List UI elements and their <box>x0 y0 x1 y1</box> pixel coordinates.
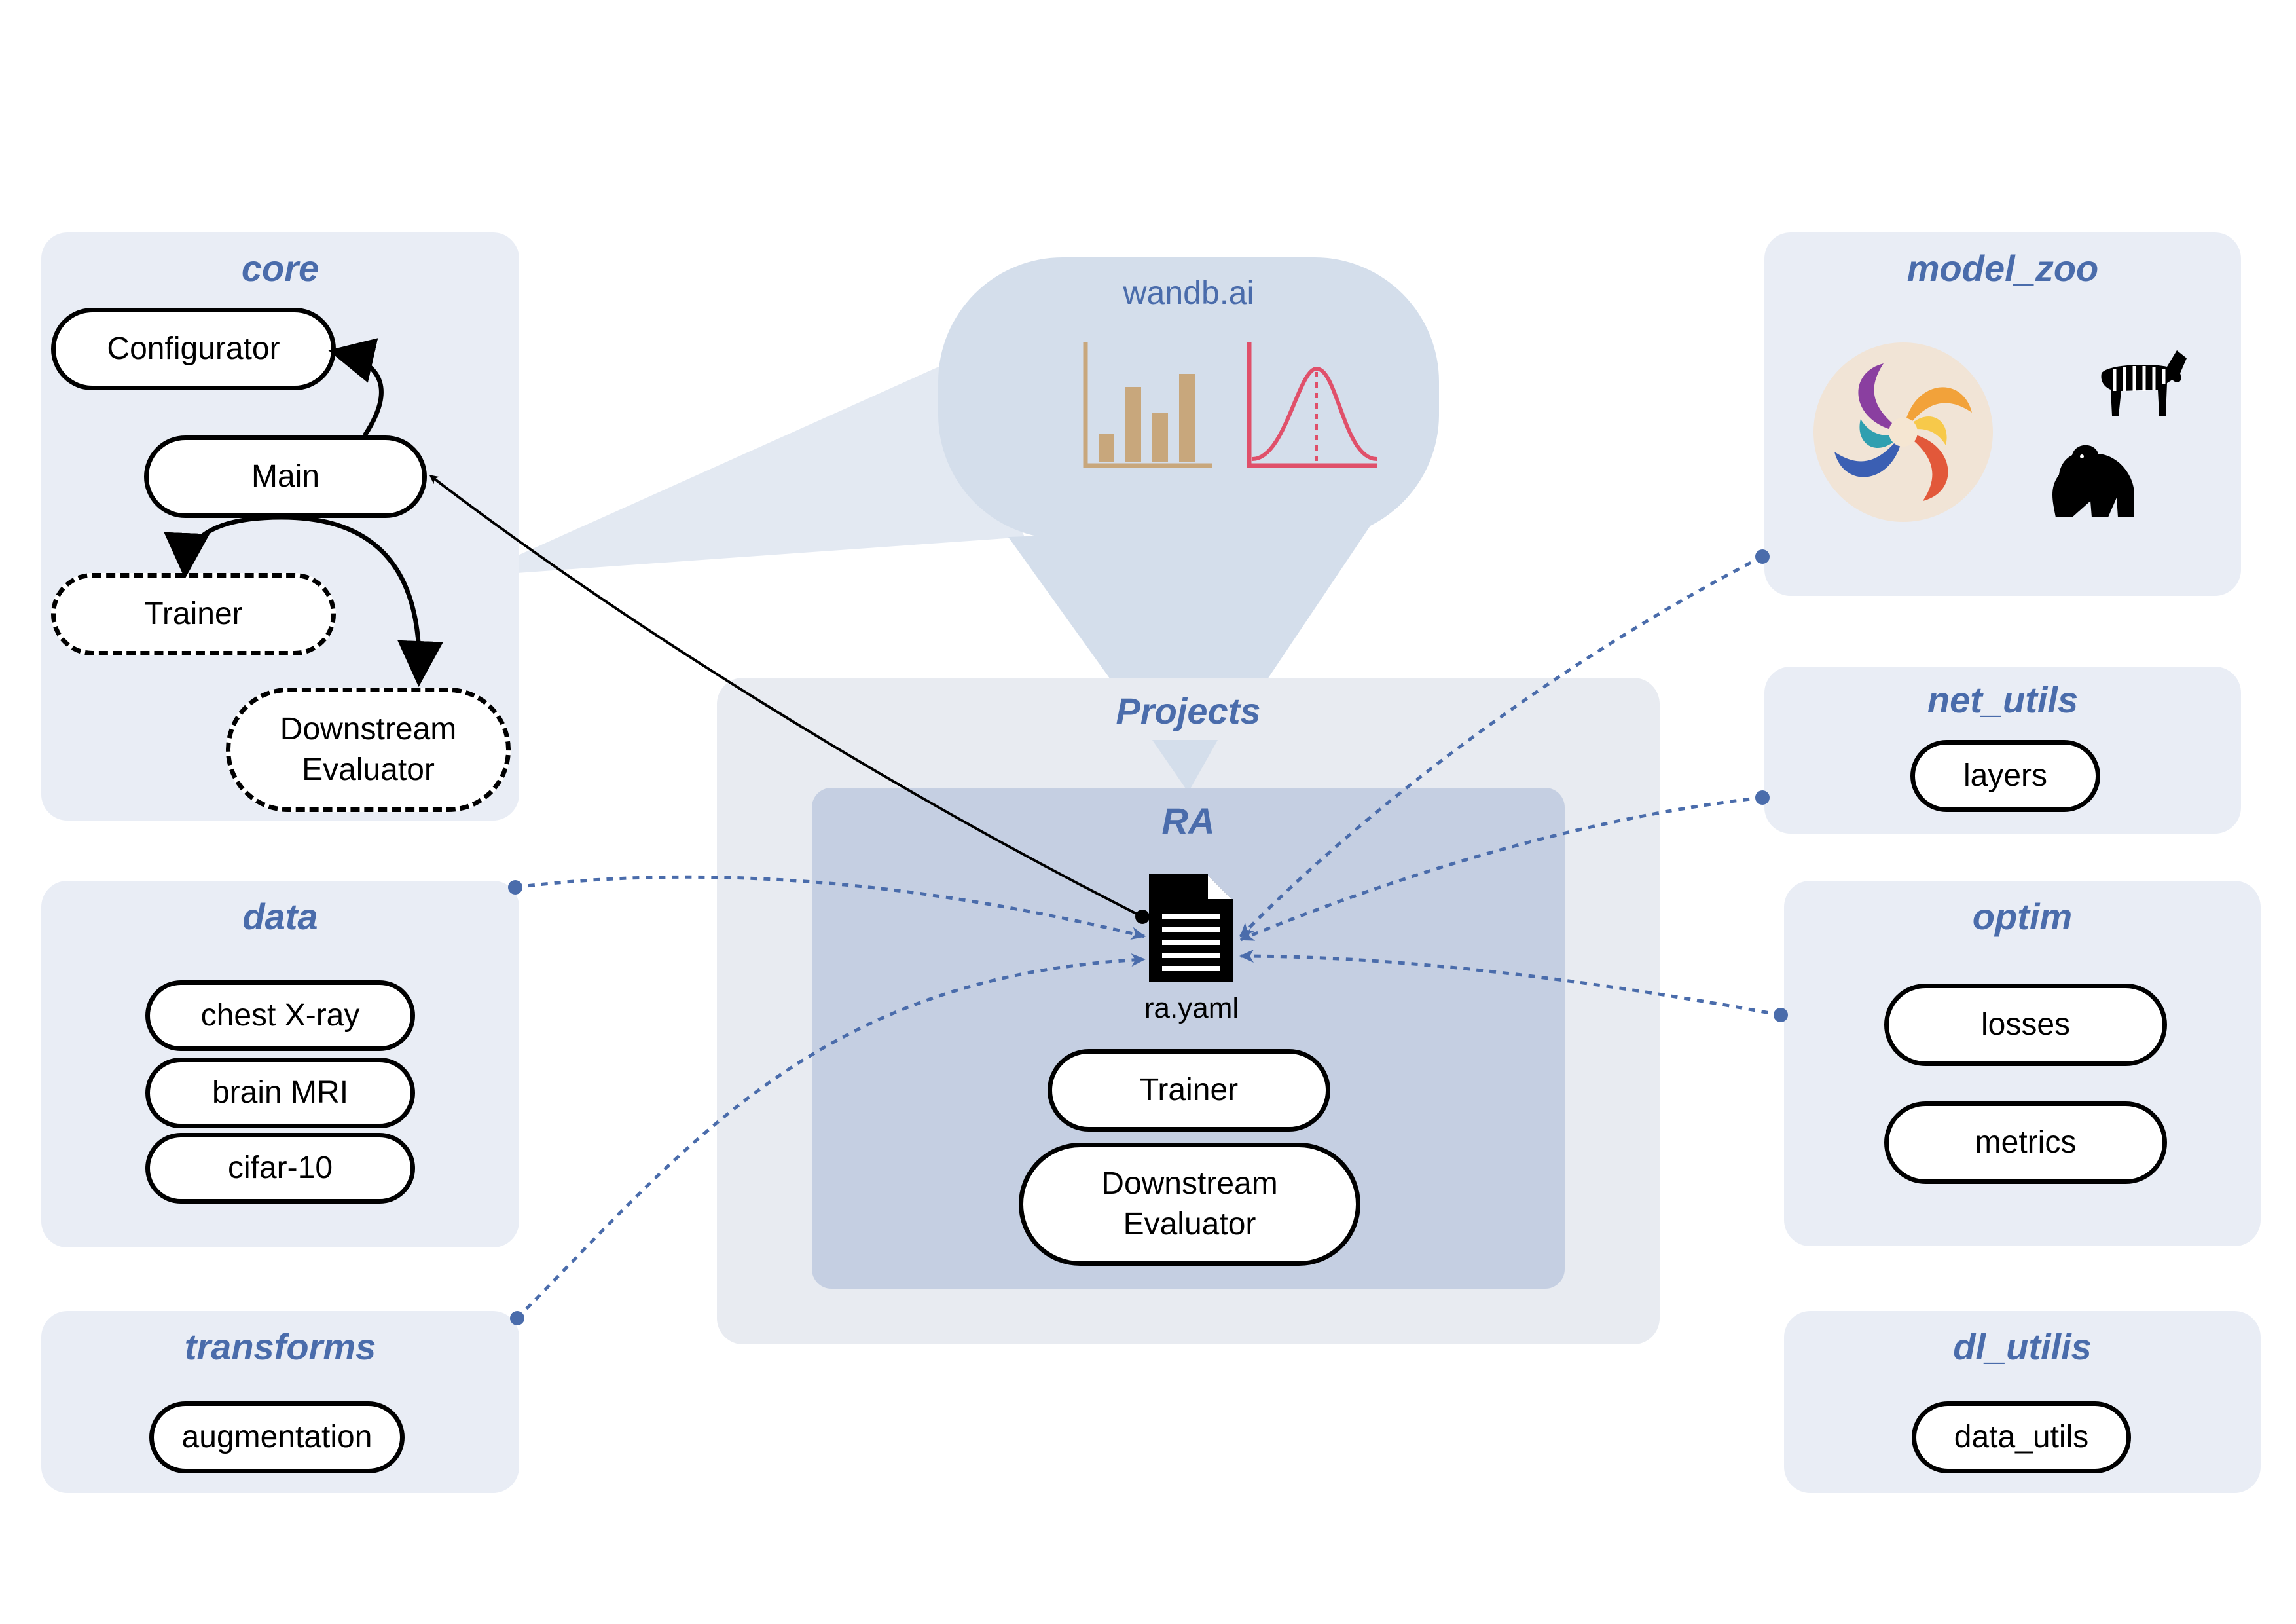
model-zoo-title: model_zoo <box>1906 248 2099 289</box>
transforms-item-augmentation[interactable]: augmentation <box>149 1401 405 1473</box>
core-downstream-evaluator-label: Downstream Evaluator <box>280 712 457 787</box>
data-item-chest-xray[interactable]: chest X-ray <box>145 980 415 1051</box>
ra-trainer-label: Trainer <box>1139 1073 1239 1107</box>
gorilla-icon <box>2052 445 2134 517</box>
dl-utilis-item-data-utils[interactable]: data_utils <box>1912 1401 2131 1473</box>
transforms-title: transforms <box>184 1326 376 1367</box>
data-item-label: cifar-10 <box>227 1151 333 1185</box>
ra-yaml-label: ra.yaml <box>1144 992 1239 1024</box>
document-icon[interactable] <box>1149 874 1234 982</box>
data-item-label: brain MRI <box>211 1075 349 1110</box>
ra-title: RA <box>1161 800 1215 841</box>
optim-item-metrics[interactable]: metrics <box>1884 1101 2167 1184</box>
configurator-label: Configurator <box>107 331 280 366</box>
distribution-curve-icon <box>1247 342 1377 468</box>
optim-title: optim <box>1972 896 2073 937</box>
transforms-item-label: augmentation <box>181 1420 373 1454</box>
main-label: Main <box>251 459 320 494</box>
swirl-logo-icon <box>1813 342 1993 522</box>
optim-panel: optim <box>1784 881 2261 1246</box>
core-title: core <box>241 248 319 289</box>
net-utils-item-layers[interactable]: layers <box>1910 740 2100 812</box>
net-utils-item-label: layers <box>1963 758 2048 793</box>
data-item-cifar-10[interactable]: cifar-10 <box>145 1133 415 1204</box>
optim-item-label: metrics <box>1975 1125 2077 1160</box>
net-utils-title: net_utils <box>1927 679 2079 720</box>
data-item-brain-mri[interactable]: brain MRI <box>145 1058 415 1128</box>
ra-trainer-node[interactable]: Trainer <box>1048 1049 1330 1132</box>
dl-utilis-title: dl_utilis <box>1953 1326 2092 1367</box>
ra-downstream-evaluator-node[interactable]: Downstream Evaluator <box>1019 1143 1360 1266</box>
optim-item-label: losses <box>1980 1007 2071 1042</box>
wandb-title: wandb.ai <box>1123 274 1254 311</box>
zebra-icon <box>2101 350 2187 416</box>
model-zoo-panel: model_zoo <box>1764 232 2241 596</box>
bar-chart-icon <box>1083 342 1212 468</box>
configurator-node[interactable]: Configurator <box>51 308 336 390</box>
optim-item-losses[interactable]: losses <box>1884 984 2167 1066</box>
main-node[interactable]: Main <box>144 435 427 518</box>
dl-utilis-item-label: data_utils <box>1954 1420 2089 1454</box>
core-trainer-label: Trainer <box>144 597 243 631</box>
ra-downstream-evaluator-label: Downstream Evaluator <box>1101 1166 1278 1242</box>
data-title: data <box>242 896 318 937</box>
data-item-label: chest X-ray <box>200 998 360 1033</box>
